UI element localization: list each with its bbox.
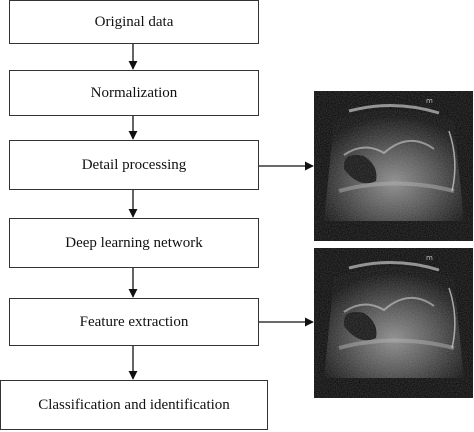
step-classification-identification: Classification and identification: [0, 380, 268, 430]
step-deep-learning-network: Deep learning network: [9, 218, 259, 268]
step-feature-extraction: Feature extraction: [9, 298, 259, 346]
step-label: Feature extraction: [79, 313, 189, 330]
step-label: Classification and identification: [38, 396, 230, 413]
ultrasound-marker: m: [426, 97, 433, 105]
step-label: Deep learning network: [65, 234, 203, 251]
step-detail-processing: Detail processing: [9, 140, 259, 190]
step-label: Original data: [94, 13, 174, 30]
ultrasound-image-2: m: [314, 248, 473, 398]
step-normalization: Normalization: [9, 70, 259, 116]
ultrasound-marker: m: [426, 254, 433, 262]
ultrasound-image-1: m: [314, 91, 473, 241]
step-label: Normalization: [90, 84, 178, 101]
ultrasound-scan: m: [314, 248, 473, 398]
step-original-data: Original data: [9, 0, 259, 44]
ultrasound-scan: m: [314, 91, 473, 241]
step-label: Detail processing: [81, 156, 187, 173]
